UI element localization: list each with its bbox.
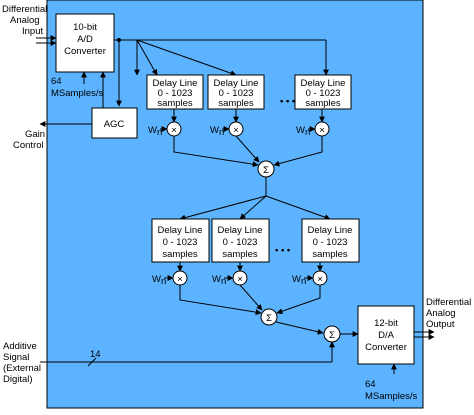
- svg-text:×: ×: [171, 125, 177, 136]
- additive-signal-line1: Additive: [3, 341, 37, 352]
- analog-input-line3: Input: [22, 26, 43, 37]
- svg-text:Delay Line: Delay Line: [153, 78, 198, 89]
- adc-rate-label: 64 MSamples/s: [51, 76, 104, 99]
- svg-text:n: n: [161, 276, 166, 287]
- signal-wires: [36, 35, 435, 374]
- svg-text:samples: samples: [162, 249, 198, 260]
- svg-text:samples: samples: [312, 249, 348, 260]
- lower-summer: Σ: [260, 308, 278, 326]
- lower-ellipsis: • • •: [275, 245, 291, 256]
- upper-multiplier-1: ×: [166, 121, 182, 137]
- svg-text:0 - 1023: 0 - 1023: [158, 88, 193, 99]
- lower-weight-labels: W n W n W n: [152, 274, 306, 287]
- svg-text:0 - 1023: 0 - 1023: [219, 88, 254, 99]
- svg-text:W: W: [296, 125, 305, 136]
- svg-text:Delay Line: Delay Line: [301, 78, 346, 89]
- svg-text:W: W: [152, 274, 161, 285]
- upper-delay-line-2: Delay Line 0 - 1023 samples: [207, 74, 265, 110]
- analog-input-label: Differential Analog Input: [2, 4, 47, 37]
- svg-text:×: ×: [237, 274, 243, 285]
- upper-delay-line-3: Delay Line 0 - 1023 samples: [294, 74, 352, 110]
- svg-text:×: ×: [177, 274, 183, 285]
- svg-text:W: W: [292, 274, 301, 285]
- gain-control-label: Gain Control: [13, 129, 45, 151]
- upper-multiplier-3: ×: [314, 121, 330, 137]
- svg-text:n: n: [219, 127, 224, 138]
- adc-rate-line2: MSamples/s: [51, 88, 104, 99]
- lower-multiplier-3: ×: [312, 270, 328, 286]
- analog-output-line3: Output: [426, 319, 455, 330]
- output-summer: Σ: [323, 325, 341, 343]
- svg-text:W: W: [148, 125, 157, 136]
- analog-output-label: Differential Analog Output: [426, 297, 471, 330]
- dac-rate-line2: MSamples/s: [365, 391, 418, 402]
- svg-text:×: ×: [233, 125, 239, 136]
- svg-text:×: ×: [319, 125, 325, 136]
- svg-text:W: W: [212, 274, 221, 285]
- additive-bus-width: 14: [90, 349, 101, 360]
- upper-summer: Σ: [257, 160, 275, 178]
- svg-text:Delay Line: Delay Line: [158, 225, 203, 236]
- analog-output-line1: Differential: [426, 297, 471, 308]
- adc-line2: A/D: [77, 34, 93, 45]
- analog-output-line2: Analog: [426, 308, 456, 319]
- svg-text:samples: samples: [305, 98, 341, 109]
- agc-block: AGC: [91, 107, 138, 139]
- additive-signal-label: Additive Signal (External Digital): [3, 341, 41, 385]
- svg-text:W: W: [210, 125, 219, 136]
- svg-text:0 - 1023: 0 - 1023: [306, 88, 341, 99]
- agc-label: AGC: [104, 119, 125, 130]
- upper-ellipsis: • • •: [280, 96, 296, 107]
- dac-rate-line1: 64: [365, 379, 376, 390]
- svg-text:Delay Line: Delay Line: [214, 78, 259, 89]
- additive-signal-line4: Digital): [3, 374, 33, 385]
- dac-block: 12-bit D/A Converter: [357, 305, 415, 365]
- dac-line1: 12-bit: [374, 318, 398, 329]
- svg-text:0 - 1023: 0 - 1023: [313, 237, 348, 248]
- svg-text:×: ×: [317, 274, 323, 285]
- svg-text:Σ: Σ: [266, 313, 272, 324]
- dac-line2: D/A: [378, 330, 395, 341]
- adc-line3: Converter: [64, 46, 106, 57]
- lower-multiplier-1: ×: [172, 270, 188, 286]
- svg-text:samples: samples: [222, 249, 258, 260]
- lower-delay-line-1: Delay Line 0 - 1023 samples: [151, 218, 210, 263]
- additive-signal-line3: (External: [3, 363, 41, 374]
- adc-block: 10-bit A/D Converter: [55, 13, 115, 73]
- gain-control-line2: Control: [13, 140, 44, 151]
- dac-rate-label: 64 MSamples/s: [365, 379, 418, 402]
- upper-delay-line-1: Delay Line 0 - 1023 samples: [146, 74, 204, 110]
- analog-input-line2: Analog: [10, 15, 40, 26]
- svg-text:Delay Line: Delay Line: [308, 225, 353, 236]
- svg-text:0 - 1023: 0 - 1023: [223, 237, 258, 248]
- svg-text:Delay Line: Delay Line: [218, 225, 263, 236]
- analog-input-line1: Differential: [2, 4, 47, 15]
- lower-delay-line-2: Delay Line 0 - 1023 samples: [211, 218, 270, 263]
- svg-text:samples: samples: [157, 98, 193, 109]
- upper-weight-labels: W n W n W n: [148, 125, 310, 138]
- svg-text:Σ: Σ: [263, 165, 269, 176]
- gain-control-line1: Gain: [25, 129, 45, 140]
- svg-text:0 - 1023: 0 - 1023: [163, 237, 198, 248]
- svg-text:n: n: [305, 127, 310, 138]
- svg-text:Σ: Σ: [329, 330, 335, 341]
- dac-line3: Converter: [365, 342, 407, 353]
- svg-text:n: n: [157, 127, 162, 138]
- svg-text:n: n: [301, 276, 306, 287]
- additive-signal-line2: Signal: [3, 352, 29, 363]
- lower-delay-line-3: Delay Line 0 - 1023 samples: [301, 218, 360, 263]
- adc-rate-line1: 64: [51, 76, 62, 87]
- svg-text:n: n: [221, 276, 226, 287]
- adc-line1: 10-bit: [73, 22, 97, 33]
- svg-text:samples: samples: [218, 98, 254, 109]
- lower-multiplier-2: ×: [232, 270, 248, 286]
- upper-multiplier-2: ×: [228, 121, 244, 137]
